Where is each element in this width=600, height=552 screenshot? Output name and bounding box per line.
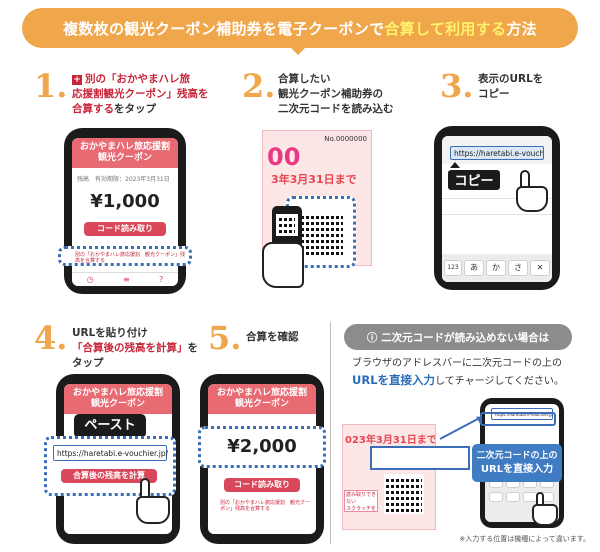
step3-instruction: 表示のURLを コピー xyxy=(478,72,578,102)
banner-text-1: 複数枚の観光クーポン補助券を電子クーポンで xyxy=(63,19,385,38)
step4-number: 4. xyxy=(34,319,68,357)
callout-line1: 二次元コードの上の xyxy=(476,451,558,461)
step1-line1: 別の「おかやまハレ旅 xyxy=(85,73,190,85)
key-123[interactable]: 123 xyxy=(444,260,462,276)
banner-highlight: 合算して利用する xyxy=(384,19,507,38)
step1-merge-link[interactable]: 別の「おかやまハレ旅応援割 観光クーポン」残高を合算する xyxy=(75,252,186,264)
step3-screen: https://haretabi.e-vouchier.jp/ 123 あ か … xyxy=(442,136,552,282)
paste-button[interactable]: ペースト xyxy=(74,414,146,438)
fallback-url-outline xyxy=(480,412,556,426)
step1-meta-label: 残高 xyxy=(77,176,90,183)
step5-balance: ¥2,000 xyxy=(227,436,297,457)
step4-line1: URLを貼り付け xyxy=(72,327,148,339)
fallback-tag: ⓘ 二次元コードが読み込めない場合は xyxy=(344,324,572,350)
step3-url-bar[interactable]: https://haretabi.e-vouchier.jp/ xyxy=(450,146,544,160)
step1-meta-date: 有効期限：2023年3月31日 xyxy=(95,176,170,183)
clock-icon[interactable]: ◷ xyxy=(86,275,94,284)
callout-line2: URLを直接入力 xyxy=(480,464,554,475)
fallback-line2a: URLを直接入力 xyxy=(352,373,436,387)
fallback-url-bar[interactable]: https://haretabi.e-vouchier.jp/ xyxy=(491,408,553,420)
step2-line3: 二次元コードを読み込む xyxy=(278,103,394,115)
step5-number: 5. xyxy=(208,319,242,357)
fallback-ticket-date: 023年3月31日まで xyxy=(345,435,436,446)
section-divider xyxy=(330,322,331,544)
step1-read-code-button[interactable]: コード読み取り xyxy=(84,222,166,236)
step4-line2a: 「合算後の残高を計算」 xyxy=(72,342,188,354)
step3-number: 3. xyxy=(440,67,474,105)
fallback-line2b: してチャージしてください。 xyxy=(435,376,564,387)
fallback-line1: ブラウザのアドレスバーに二次元コードの上の xyxy=(352,358,562,369)
step3-line2: コピー xyxy=(478,88,510,100)
key-sa[interactable]: さ xyxy=(508,260,528,276)
step2-ticket-date: 3年3月31日まで xyxy=(271,173,357,186)
hand-holding-phone-icon xyxy=(262,206,308,290)
step1-instruction: +別の「おかやまハレ旅 応援割観光クーポン」残高を 合算するをタップ xyxy=(72,72,232,117)
copy-button[interactable]: コピー xyxy=(446,168,502,192)
step2-instruction: 合算したい 観光クーポン補助券の 二次元コードを読み込む xyxy=(278,72,408,117)
fallback-url-highlight xyxy=(370,446,470,470)
step1-balance: ¥1,000 xyxy=(90,191,160,212)
help-icon[interactable]: ? xyxy=(159,275,164,284)
step5-coupon-title: おかやまハレ旅応援割 観光クーポン xyxy=(208,384,316,414)
step2-line1: 合算したい xyxy=(278,73,331,85)
step2-number: 2. xyxy=(242,67,276,105)
step1-meta: 残高有効期限：2023年3月31日 xyxy=(72,168,178,183)
step1-bottom-nav: ◷ ≡? xyxy=(72,272,178,286)
copy-bubble-pointer xyxy=(450,162,460,168)
step4-instruction: URLを貼り付け 「合算後の残高を計算」を タップ xyxy=(72,326,202,371)
calculate-merged-balance-button[interactable]: 合算後の残高を計算 xyxy=(61,469,157,483)
fallback-hand-icon xyxy=(532,492,562,530)
key-ka[interactable]: か xyxy=(486,260,506,276)
footnote: ※入力する位置は機種によって違います。 xyxy=(459,535,590,543)
step2-line2: 観光クーポン補助券の xyxy=(278,88,383,100)
step1-line3a: 合算する xyxy=(72,103,114,115)
step3-line1: 表示のURLを xyxy=(478,73,544,85)
step5-balance-highlight: ¥2,000 xyxy=(198,426,326,468)
step1-number: 1. xyxy=(34,67,68,105)
title-banner: 複数枚の観光クーポン補助券を電子クーポンで合算して利用する方法 xyxy=(22,8,578,48)
step2-ticket-number: No.0000000 xyxy=(324,135,367,143)
step4-line3: タップ xyxy=(72,357,104,369)
step1-line2: 応援割観光クーポン」残高を xyxy=(72,88,209,100)
tapping-hand-icon xyxy=(134,478,174,528)
step5-read-code-button[interactable]: コード読み取り xyxy=(224,478,300,492)
step3-phone: https://haretabi.e-vouchier.jp/ 123 あ か … xyxy=(434,126,560,290)
scratch-label: 読み取りできない スクラッチを xyxy=(344,490,378,512)
banner-pointer xyxy=(290,47,306,55)
step4-url-input[interactable]: https://haretabi.e-vouchier.jp/ xyxy=(53,445,168,461)
key-delete[interactable]: ✕ xyxy=(530,260,550,276)
step5-label: 合算を確認 xyxy=(246,331,299,343)
step1-merge-highlight: 別の「おかやまハレ旅応援割 観光クーポン」残高を合算する xyxy=(58,246,192,266)
banner-text-2: 方法 xyxy=(506,19,537,38)
step1-line3b: をタップ xyxy=(114,103,156,115)
step1-phone: おかやまハレ旅応援割 観光クーポン 残高有効期限：2023年3月31日 ¥1,0… xyxy=(64,128,186,294)
step3-keyboard: 123 あ か さ ✕ xyxy=(442,254,552,282)
step4-input-highlight: https://haretabi.e-vouchier.jp/ 合算後の残高を計… xyxy=(44,436,176,496)
step4-line2b: を xyxy=(187,342,199,354)
step2-ticket-amount: 00 xyxy=(267,143,301,171)
step4-coupon-title: おかやまハレ旅応援割 観光クーポン xyxy=(64,384,172,414)
key-a[interactable]: あ xyxy=(464,260,484,276)
pointing-hand-icon xyxy=(514,170,550,214)
fallback-callout: 二次元コードの上の URLを直接入力 xyxy=(472,444,562,482)
plus-icon: + xyxy=(72,75,82,85)
step5-merge-link[interactable]: 別の「おかやまハレ旅応援割 観光クーポン」残高を合算する xyxy=(220,500,311,512)
menu-icon[interactable]: ≡ xyxy=(123,275,130,284)
arrow-line xyxy=(439,417,480,440)
fallback-qr-code xyxy=(384,474,424,514)
fallback-instruction: ブラウザのアドレスバーに二次元コードの上の URLを直接入力してチャージしてくだ… xyxy=(352,356,588,390)
step1-coupon-title: おかやまハレ旅応援割 観光クーポン xyxy=(72,138,178,168)
